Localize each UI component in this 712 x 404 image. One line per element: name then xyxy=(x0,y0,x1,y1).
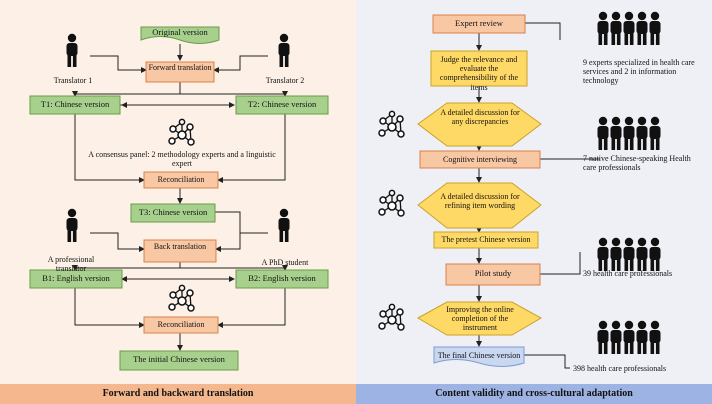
improving-network-icon xyxy=(378,303,405,331)
left-footer-bar xyxy=(0,384,356,404)
phd-student-icon xyxy=(278,208,290,242)
expert-review-label: Expert review xyxy=(455,18,503,28)
initial-version-box xyxy=(119,350,239,371)
judge-relevance-label: Judge the relevance and evaluate the com… xyxy=(439,55,519,92)
experts-note-label: 9 experts specialized in health care ser… xyxy=(583,58,695,86)
improving-hexagon xyxy=(416,301,543,336)
left-footer-title: Forward and backward translation xyxy=(102,388,254,399)
pilot-group-icon xyxy=(598,238,661,271)
professional-translator-icon xyxy=(66,208,78,242)
reconciliation-2-box xyxy=(143,316,219,334)
consensus-network-icon xyxy=(168,118,195,146)
original-version-box xyxy=(140,26,220,44)
back-translation-box xyxy=(143,239,217,263)
t1-box xyxy=(29,95,121,115)
t3-box xyxy=(130,203,216,223)
improving-label: Improving the online completion of the i… xyxy=(446,305,514,333)
pretest-version-box xyxy=(433,231,539,249)
expert-review-box xyxy=(432,14,526,34)
translator-1-label: Translator 1 xyxy=(53,76,93,85)
forward-translation-box xyxy=(145,61,215,83)
professional-translator-label: A professional translator xyxy=(47,255,95,274)
phd-student-label: A PhD student xyxy=(261,258,309,267)
initial-version-label: The initial Chinese version xyxy=(133,354,225,364)
forward-translation-label: Forward translation xyxy=(148,63,212,72)
discussion-1-hexagon xyxy=(417,102,542,147)
b1-box xyxy=(29,269,123,289)
cognitive-interviewing-box xyxy=(419,150,541,169)
reconciliation-1-label: Reconciliation xyxy=(157,175,205,184)
original-version-label: Original version xyxy=(152,27,208,37)
discussion-2-hexagon xyxy=(417,182,542,229)
b2-label: B2: English version xyxy=(248,273,316,283)
judge-relevance-box xyxy=(430,50,528,87)
pilot-note-label: 39 health care professionals xyxy=(583,269,673,278)
right-footer-title: Content validity and cross-cultural adap… xyxy=(435,388,633,399)
discussion-1-label: A detailed discussion for any discrepanc… xyxy=(440,108,520,127)
final-group-icon xyxy=(598,321,661,354)
discussion-2-label: A detailed discussion for refining item … xyxy=(440,192,520,211)
translator-1-icon xyxy=(66,33,78,67)
final-version-label: The final Chinese version xyxy=(437,351,521,360)
t3-label: T3: Chinese version xyxy=(138,207,208,217)
t2-box xyxy=(235,95,329,115)
pretest-version-label: The pretest Chinese version xyxy=(441,235,531,244)
final-version-box xyxy=(433,346,525,367)
t2-label: T2: Chinese version xyxy=(247,99,317,109)
b2-box xyxy=(235,269,329,289)
cognitive-interviewing-label: Cognitive interviewing xyxy=(443,155,517,164)
experts-group-icon xyxy=(598,12,661,45)
final-note-label: 398 health care professionals xyxy=(573,364,667,373)
reconciliation-1-box xyxy=(143,171,219,189)
flow-diagram xyxy=(29,0,712,371)
discussion-1-network-icon xyxy=(378,110,405,138)
right-footer-bar xyxy=(356,384,712,404)
discussion-2-network-icon xyxy=(378,189,405,217)
pilot-study-box xyxy=(445,263,541,286)
native-note-label: 7 native Chinese-speaking Health care pr… xyxy=(583,154,691,173)
b1-label: B1: English version xyxy=(42,273,110,283)
back-translation-label: Back translation xyxy=(153,242,207,251)
native-professionals-group-icon xyxy=(598,117,661,150)
reconciliation-network-icon xyxy=(168,284,195,312)
translator-2-icon xyxy=(278,33,290,67)
pilot-study-label: Pilot study xyxy=(474,268,512,278)
t1-label: T1: Chinese version xyxy=(40,99,110,109)
reconciliation-2-label: Reconciliation xyxy=(157,320,205,329)
consensus-panel-label: A consensus panel: 2 methodology experts… xyxy=(88,150,276,169)
translator-2-label: Translator 2 xyxy=(265,76,305,85)
